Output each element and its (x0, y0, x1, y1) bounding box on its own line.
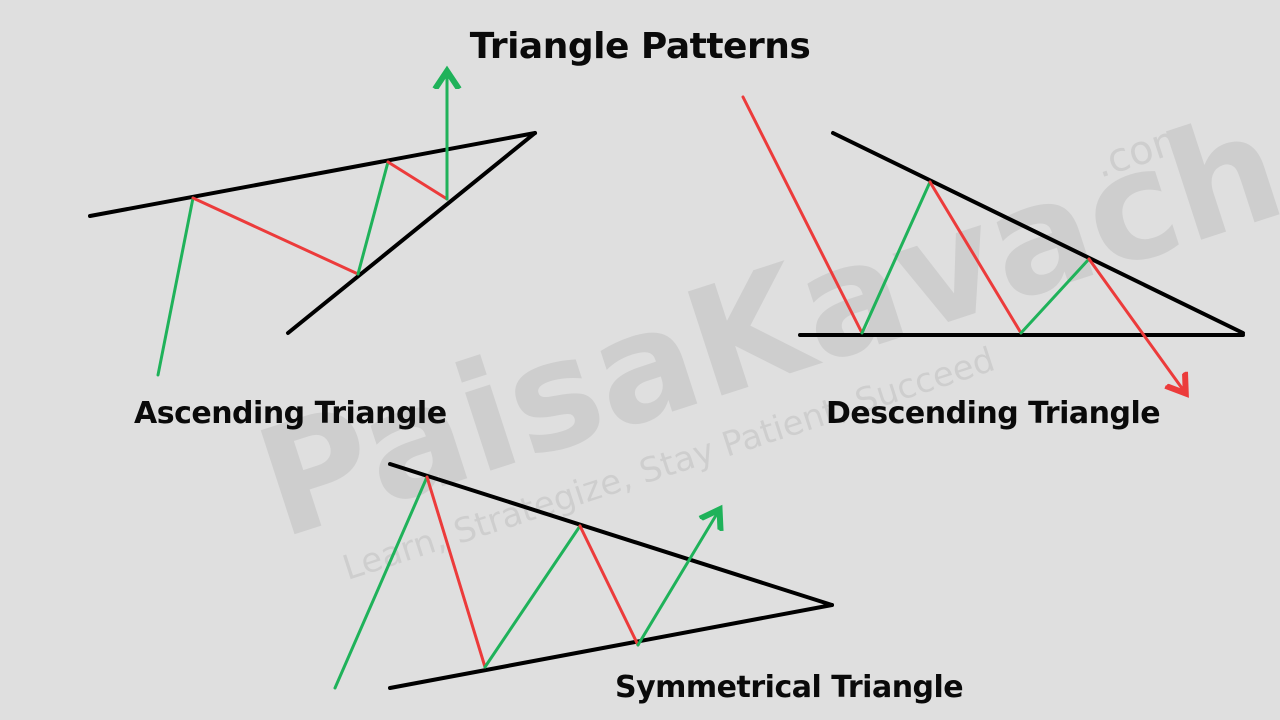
down-move (578, 524, 640, 647)
up-move (483, 524, 582, 669)
symmetrical-triangle (333, 462, 834, 690)
diagram-title: Triangle Patterns (469, 26, 811, 67)
up-move (356, 160, 390, 276)
symmetrical-triangle-label: Symmetrical Triangle (615, 670, 964, 705)
upper-trendline (388, 462, 834, 607)
down-move (928, 180, 1023, 335)
breakdown-arrow (1087, 257, 1184, 391)
ascending-triangle (88, 74, 537, 377)
breakout-arrow (636, 512, 718, 647)
descending-triangle (741, 95, 1245, 391)
down-move (425, 475, 487, 669)
up-move (860, 180, 932, 335)
up-move (1019, 257, 1091, 335)
up-move (156, 196, 195, 377)
ascending-triangle-label: Ascending Triangle (134, 396, 447, 431)
support-line (286, 131, 537, 335)
down-move (386, 160, 449, 201)
lower-trendline (388, 603, 834, 690)
resistance-line (831, 131, 1245, 335)
up-move (333, 475, 429, 690)
down-move (191, 196, 360, 276)
resistance-line (88, 131, 537, 218)
down-move (741, 95, 864, 335)
descending-triangle-label: Descending Triangle (826, 396, 1161, 431)
